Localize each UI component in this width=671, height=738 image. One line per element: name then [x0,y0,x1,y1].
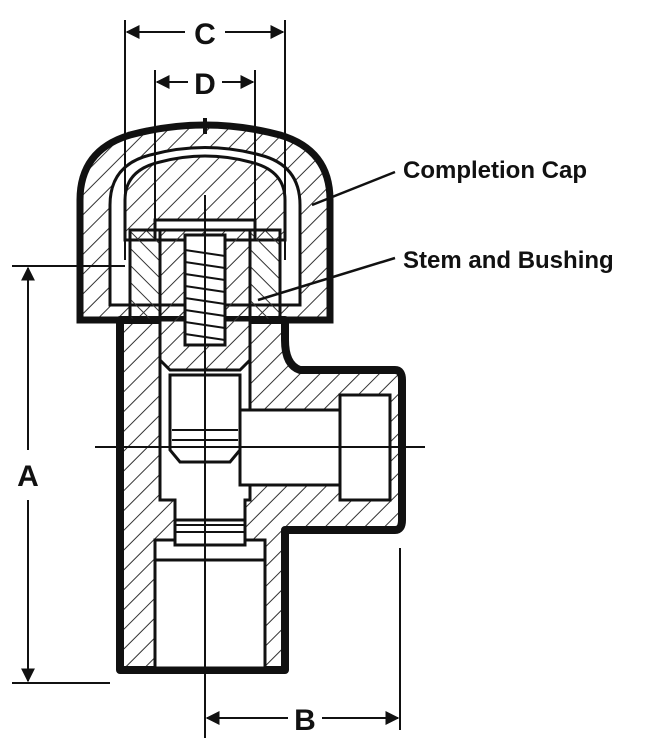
dimension-b-label: B [294,704,316,737]
valve-body [116,316,406,674]
dimension-b [205,548,401,730]
callout-leaders [257,170,396,302]
dimension-a-label: A [17,460,39,493]
stem-and-bushing-label: Stem and Bushing [403,247,614,274]
dimension-c [124,20,286,260]
dimension-d-label: D [194,68,216,101]
centerlines [95,195,425,738]
dimension-d [154,70,256,240]
dimension-c-label: C [194,18,216,51]
completion-cap-label: Completion Cap [403,157,587,184]
dimension-a [12,265,125,684]
